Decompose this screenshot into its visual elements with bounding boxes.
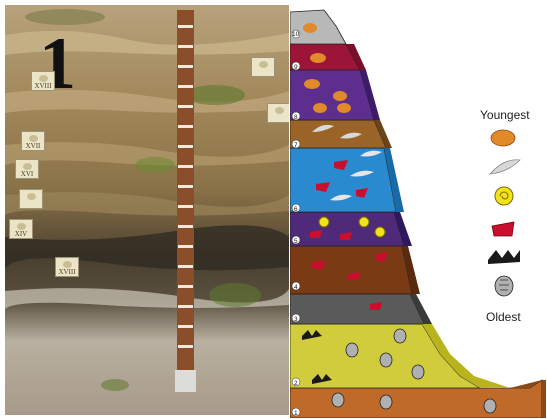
layer-4: [290, 246, 412, 294]
stratum-plaque-blank: [251, 57, 275, 77]
stratum-plaque-blank: [267, 103, 289, 123]
layer-7: [290, 120, 386, 148]
layer-number: 7: [294, 142, 298, 149]
layer-number: 4: [294, 284, 298, 291]
grey-tooth-fossil-icon: [490, 160, 520, 174]
rock-outcrop-photo: 1 XVIII XVII XVI XIV XVIII: [5, 5, 289, 415]
layer-number: 9: [294, 64, 298, 71]
stratum-plaque: XVI: [15, 159, 39, 179]
legend-oldest-label: Oldest: [486, 310, 521, 324]
yellow-spiral-fossil-icon: [495, 187, 513, 205]
orange-blob-fossil-icon: [491, 130, 515, 146]
black-jaw-fossil-icon: [488, 250, 520, 264]
layer-number: 2: [294, 380, 298, 387]
stratum-plaque: XVIII: [31, 71, 55, 91]
layer-10: [290, 10, 346, 44]
layer-number: 10: [292, 31, 300, 38]
layer-number: 8: [294, 114, 298, 121]
stratigraphy-diagram: 10 9 8 7 6 5 4 3 2 1: [290, 4, 547, 418]
layer-number: 3: [294, 316, 298, 323]
stratum-plaque-blank: [19, 189, 43, 209]
layer-5: [290, 212, 404, 246]
legend-youngest-label: Youngest: [480, 108, 530, 122]
layer-number: 6: [294, 206, 298, 213]
layer-number: 5: [294, 238, 298, 245]
trilobite-fossil-icon: [495, 276, 513, 296]
layer-6: [290, 148, 396, 212]
layer-3: [290, 294, 424, 324]
stratum-plaque: XVIII: [55, 257, 79, 277]
red-leaf-fossil-icon: [492, 222, 514, 236]
layer-8: [290, 70, 374, 120]
layer-number: 1: [294, 410, 298, 417]
stratum-plaque: XVII: [21, 131, 45, 151]
stratum-plaque: XIV: [9, 219, 33, 239]
